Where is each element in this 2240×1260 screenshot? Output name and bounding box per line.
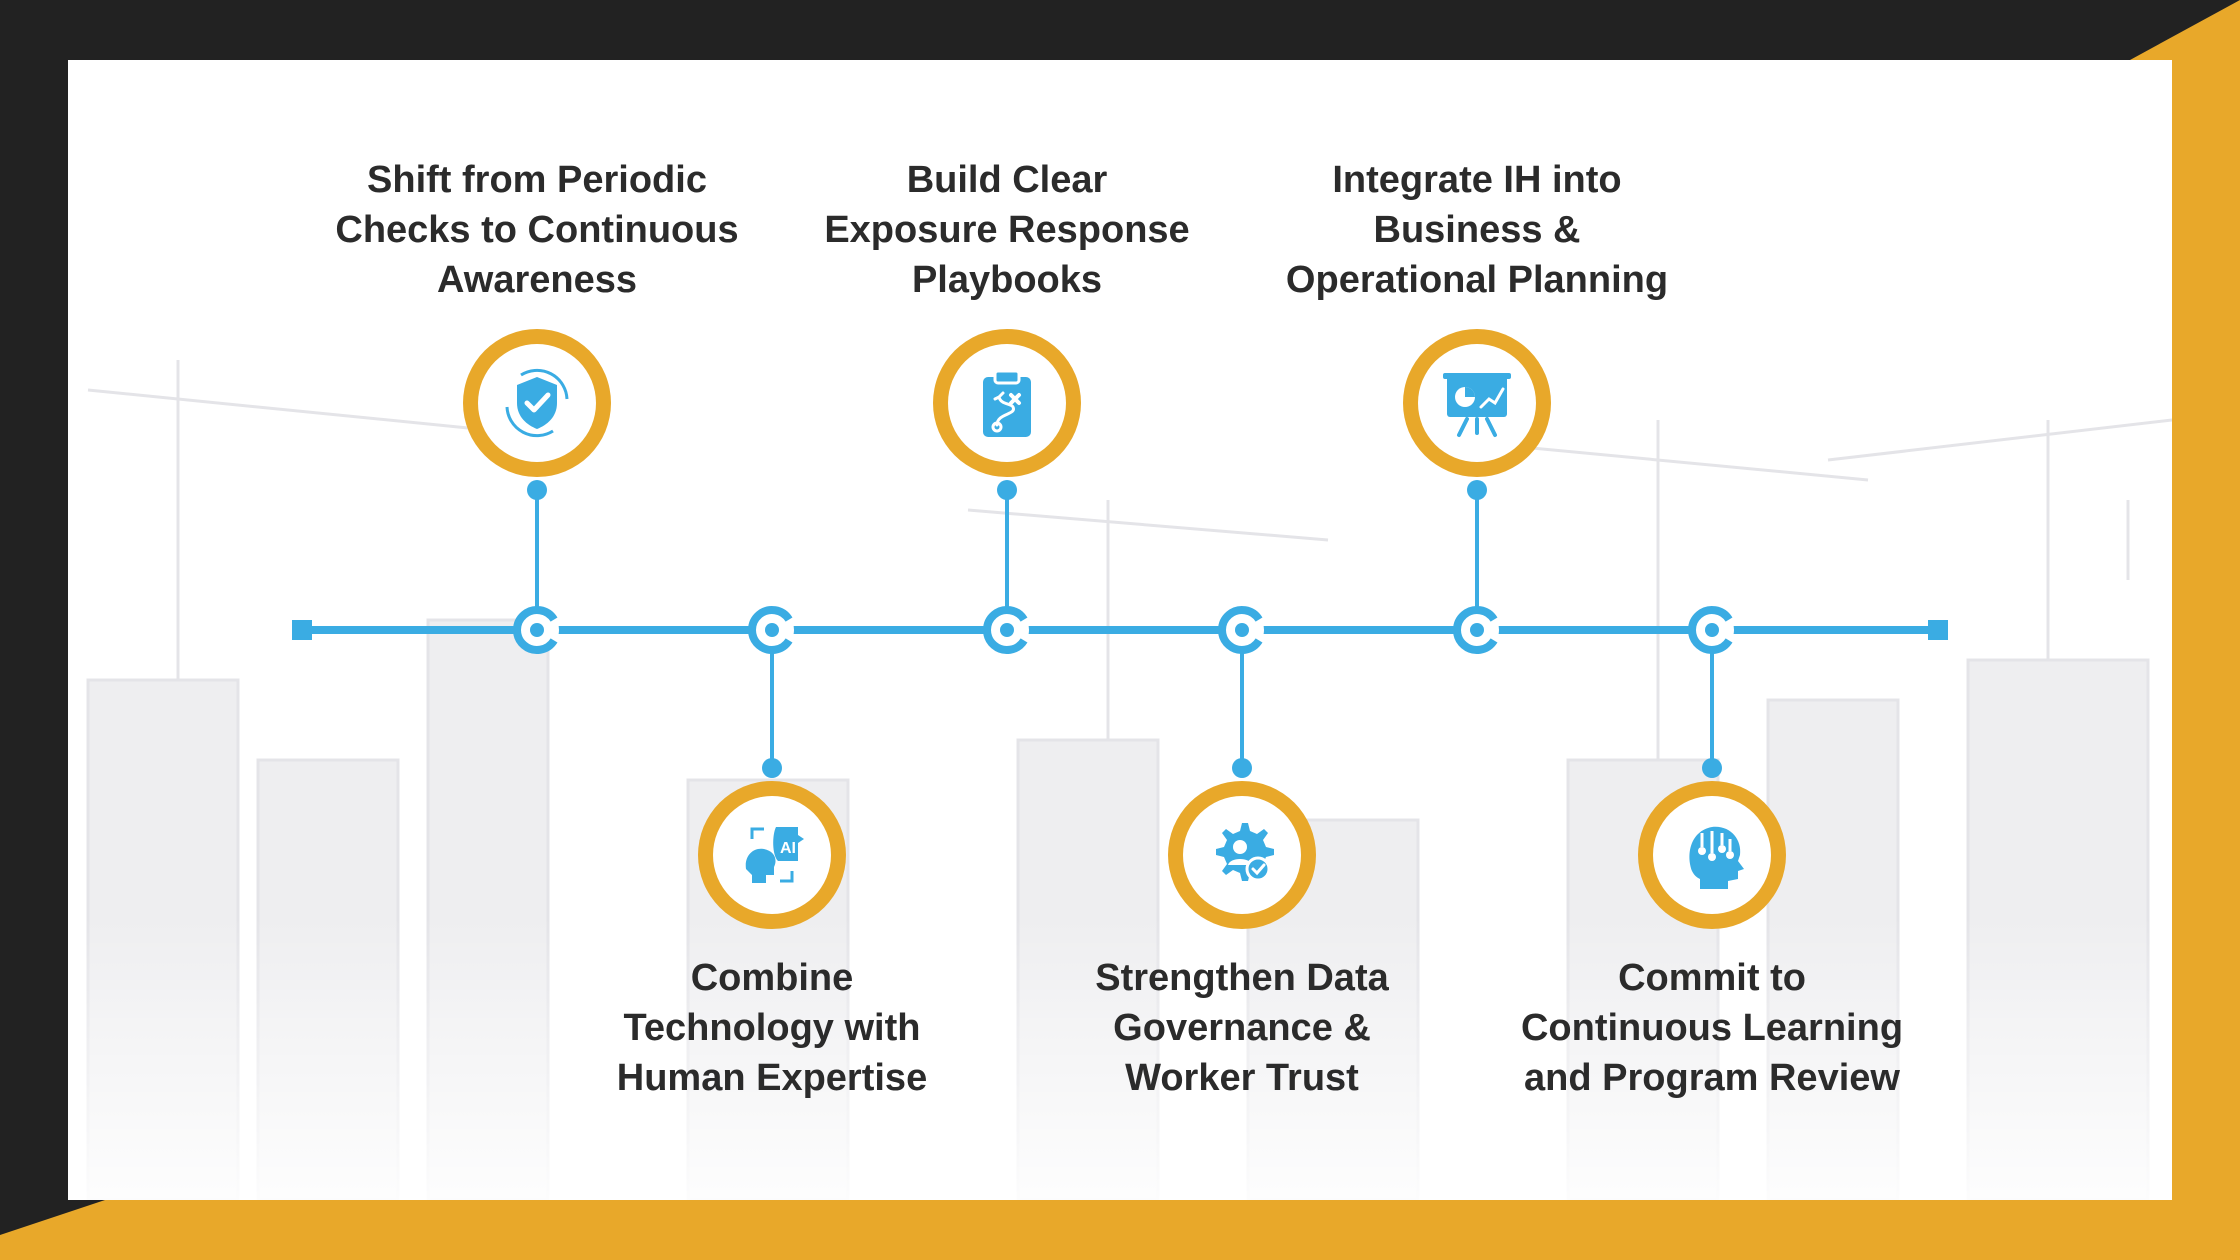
- timeline-node-ring: [983, 606, 1028, 654]
- milestone-label: Build Clear Exposure Response Playbooks: [824, 159, 1190, 301]
- milestone-connector-dot: [1702, 758, 1722, 778]
- milestone-label: Integrate IH into Business & Operational…: [1285, 159, 1669, 301]
- timeline-node-ring: [748, 606, 793, 654]
- milestone-icon-badge-inner: [478, 344, 596, 462]
- milestone-label: Shift from Periodic Checks to Continuous…: [335, 159, 739, 301]
- timeline-node-core: [765, 623, 779, 637]
- gear-user-check-icon: [1216, 823, 1274, 882]
- milestone-connector-dot: [1467, 480, 1487, 500]
- milestone-icon-badge-inner: [1653, 796, 1771, 914]
- milestone-connector-dot: [997, 480, 1017, 500]
- timeline-node-core: [1235, 623, 1249, 637]
- milestone-icon-badge: [1168, 781, 1316, 929]
- milestone-label: Commit to Continuous Learning and Progra…: [1520, 957, 1904, 1099]
- milestone-icon-badge: [1638, 781, 1786, 929]
- timeline-node-core: [1705, 623, 1719, 637]
- milestone-connector-dot: [1232, 758, 1252, 778]
- timeline-node-ring: [1218, 606, 1263, 654]
- head-circuit-icon: [1689, 826, 1744, 889]
- shield-check-refresh-icon: [505, 368, 569, 438]
- milestone-icon-badge: [1403, 329, 1551, 477]
- timeline-node-ring: [1453, 606, 1498, 654]
- timeline-node-core: [1470, 623, 1484, 637]
- timeline-end-cap: [1928, 620, 1948, 640]
- timeline-node-ring: [513, 606, 558, 654]
- milestone-icon-badge-inner: AI: [713, 796, 831, 914]
- corner-accent-top-right: [2130, 0, 2240, 1260]
- timeline-node-ring: [1688, 606, 1733, 654]
- clipboard-strategy-icon: [983, 369, 1031, 437]
- milestone-connector-dot: [762, 758, 782, 778]
- milestone-icon-badge: AI: [698, 781, 846, 929]
- timeline-node-core: [530, 623, 544, 637]
- milestone-icon-badge-inner: [1183, 796, 1301, 914]
- milestone-icon-badge: [463, 329, 611, 477]
- milestone-icon-badge-inner: [1418, 344, 1536, 462]
- timeline-node-core: [1000, 623, 1014, 637]
- milestone-icon-badge-inner: [948, 344, 1066, 462]
- head-ai-icon: AI: [745, 827, 804, 883]
- corner-accent-bottom-left: [0, 1200, 2240, 1260]
- milestone-connector-dot: [527, 480, 547, 500]
- timeline-start-cap: [292, 620, 312, 640]
- milestone-label: Strengthen Data Governance & Worker Trus…: [1095, 957, 1389, 1099]
- presentation-board-icon: [1443, 373, 1511, 437]
- milestone-label: Combine Technology with Human Expertise: [616, 957, 928, 1099]
- svg-text:AI: AI: [780, 840, 796, 857]
- milestone-icon-badge: [933, 329, 1081, 477]
